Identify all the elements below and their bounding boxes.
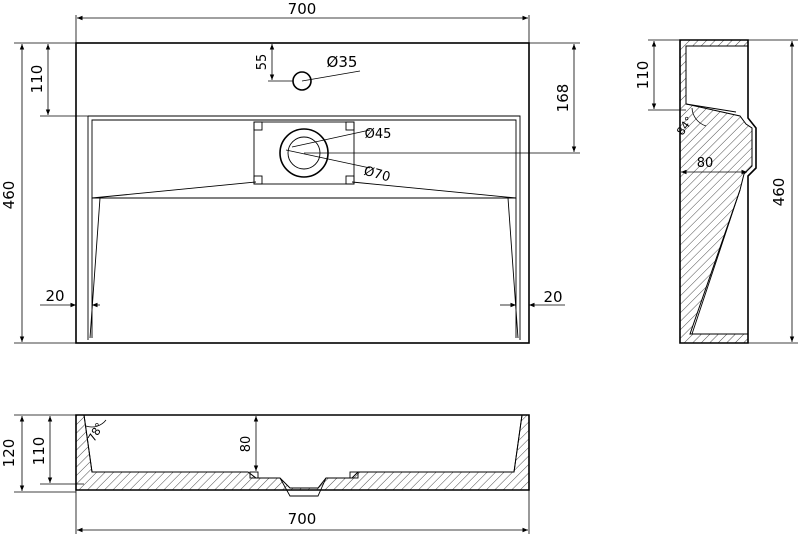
dim-drain-inner: Ø45 — [365, 127, 392, 142]
dim-tap-offset: 110 — [28, 65, 46, 94]
drain-corner-br — [345, 175, 355, 185]
angle-arc — [691, 107, 707, 127]
dim-front-depth: 80 — [239, 436, 254, 453]
drain-corner-tr — [345, 121, 355, 131]
dim-side-height: 460 — [770, 178, 788, 207]
dim-front-rim: 110 — [30, 437, 48, 466]
dim-width-top: 700 — [288, 0, 317, 18]
side-view: 110 84° 80 460 — [634, 39, 798, 344]
basin-back-wall — [91, 119, 517, 199]
dim-height-top: 460 — [0, 181, 18, 210]
front-notch-left — [249, 471, 259, 479]
leader-45 — [291, 129, 371, 148]
side-inner-edge — [685, 46, 741, 335]
tap-leader — [301, 70, 361, 82]
dim-front-angle: 78° — [85, 421, 106, 444]
top-view-outline — [75, 42, 530, 344]
drain-corner-bl — [253, 175, 263, 185]
dim-width-bottom: 700 — [288, 510, 317, 528]
basin-slope-left — [91, 181, 517, 199]
dim-side-rim: 110 — [634, 61, 652, 90]
drain-corner-tl — [253, 121, 263, 131]
basin-slope-diagonals — [89, 197, 519, 339]
dim-wall-left: 20 — [45, 287, 64, 305]
dim-wall-right: 20 — [543, 288, 562, 306]
top-view: 700 460 110 55 Ø35 168 Ø45 Ø70 20 20 — [0, 0, 580, 344]
front-notch-right — [349, 471, 359, 479]
side-view-section — [679, 39, 753, 344]
dim-side-depth: 80 — [697, 156, 714, 171]
dim-tap-from-top: 55 — [255, 54, 270, 71]
leader-70 — [285, 149, 371, 169]
basin-inner-edge — [87, 115, 521, 340]
front-view-section — [75, 414, 530, 491]
dim-front-total: 120 — [0, 439, 18, 468]
angle-arc — [85, 419, 107, 428]
dim-tap-diameter: Ø35 — [327, 53, 358, 71]
dim-drain-outer: Ø70 — [362, 164, 392, 185]
front-inner-edge — [83, 414, 523, 497]
dim-drain-from-top: 168 — [554, 84, 572, 113]
front-view: 120 110 78° 80 700 — [0, 414, 530, 534]
